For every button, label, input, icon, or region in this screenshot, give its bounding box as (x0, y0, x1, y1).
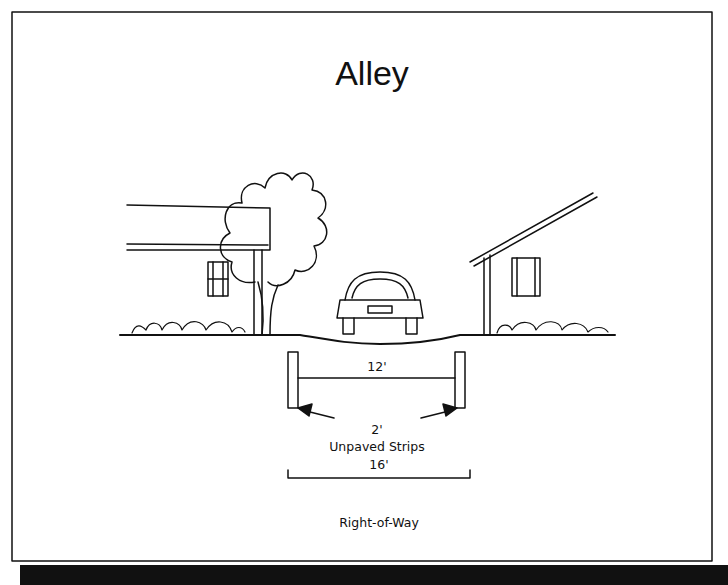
diagram-title: Alley (335, 55, 409, 92)
left-house (127, 205, 270, 335)
shadow-bar (20, 565, 728, 585)
dimension-label: 16' (369, 458, 388, 472)
dimension-marks (288, 352, 470, 478)
row-label: Right-of-Way (339, 516, 419, 530)
dimension-label: 12' (367, 360, 386, 374)
ground-line (120, 335, 615, 344)
dimension-label: 2' (371, 423, 382, 437)
tree (220, 173, 326, 335)
strip-label: Unpaved Strips (329, 440, 425, 454)
frame (12, 12, 712, 561)
shrubs (132, 322, 608, 333)
right-house (470, 193, 597, 335)
car (337, 272, 423, 334)
